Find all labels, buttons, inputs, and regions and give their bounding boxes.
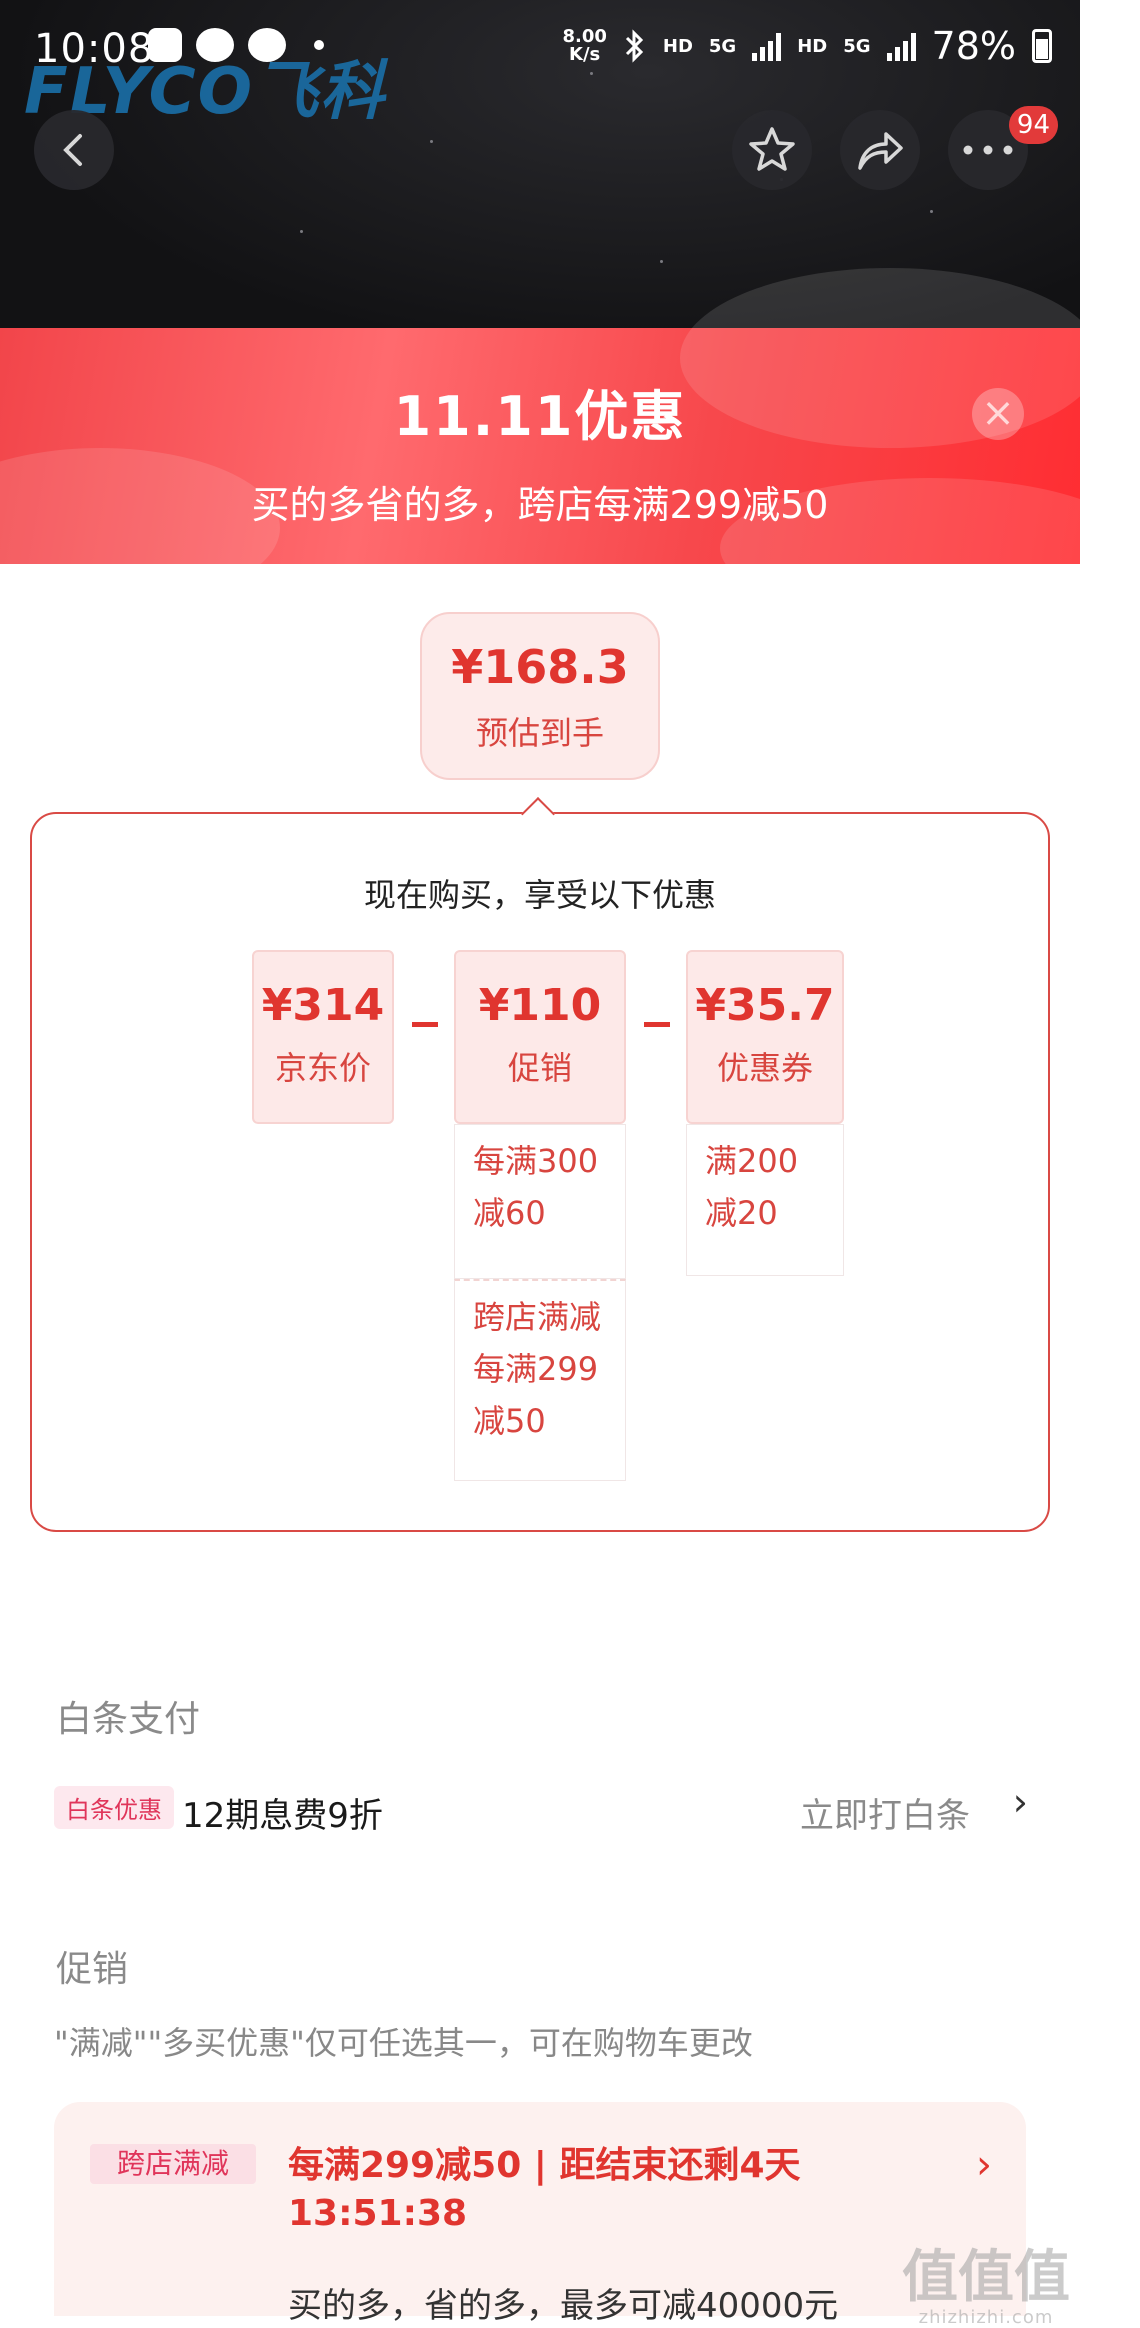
notification-icons bbox=[148, 28, 324, 62]
site-watermark: 值值值 zhizhizhi.com bbox=[902, 2245, 1070, 2328]
signal-type-2: 5G bbox=[843, 35, 871, 57]
banner-title: 11.11优惠 bbox=[393, 385, 687, 448]
status-time: 10:08 bbox=[34, 26, 155, 72]
baitiao-tag: 白条优惠 bbox=[54, 1786, 174, 1829]
promo-section-title: 促销 bbox=[56, 1949, 129, 1990]
coupon-card: ¥35.7 优惠券 bbox=[686, 950, 844, 1124]
promotion-amount: ¥110 bbox=[478, 980, 602, 1031]
more-dots-icon bbox=[963, 145, 1013, 155]
close-icon: × bbox=[981, 390, 1015, 436]
baitiao-section-title: 白条支付 bbox=[56, 1699, 201, 1740]
chevron-left-icon bbox=[63, 134, 82, 166]
check-app-icon bbox=[196, 28, 234, 62]
net-speed: 8.00 K/s bbox=[562, 26, 607, 65]
battery-icon bbox=[1032, 29, 1052, 63]
cross-store-promo-card[interactable]: 跨店满减 每满299减50 | 距结束还剩4天 13:51:38 买的多，省的多… bbox=[54, 2102, 1026, 2326]
banner-subtitle: 买的多省的多，跨店每满299减50 bbox=[251, 483, 829, 527]
back-button[interactable] bbox=[34, 110, 114, 190]
promotion-item-1: 每满300 减60 bbox=[454, 1124, 626, 1279]
hd-label-2: HD bbox=[797, 35, 828, 57]
promo-desc: 买的多，省的多，最多可减40000元 bbox=[288, 2286, 839, 2326]
battery-percent: 78% bbox=[931, 24, 1016, 68]
coupon-label: 优惠券 bbox=[716, 1049, 813, 1087]
star-icon bbox=[749, 127, 795, 171]
double-eleven-banner: 11.11优惠 买的多省的多，跨店每满299减50 × bbox=[0, 268, 1140, 618]
estimated-price-bubble: ¥168.3 预估到手 bbox=[420, 612, 660, 780]
breakdown-heading: 现在购买，享受以下优惠 bbox=[363, 876, 716, 914]
estimated-price: ¥168.3 bbox=[451, 640, 629, 694]
bluetooth-icon bbox=[625, 29, 643, 63]
gallery-icon bbox=[148, 28, 182, 62]
close-button[interactable]: × bbox=[972, 388, 1024, 440]
signal-type-1: 5G bbox=[708, 35, 737, 57]
minus-sign-1 bbox=[412, 1022, 438, 1027]
promo-tag: 跨店满减 bbox=[90, 2144, 256, 2184]
minus-sign-2 bbox=[644, 1022, 670, 1027]
signal-strength-icon-1 bbox=[752, 31, 782, 61]
baitiao-apply-link[interactable]: 立即打白条 bbox=[800, 1796, 970, 1836]
jd-price-card: ¥314 京东价 bbox=[252, 950, 394, 1124]
cart-badge: 94 bbox=[1008, 106, 1058, 144]
chevron-right-icon: › bbox=[976, 2142, 992, 2188]
coupon-amount: ¥35.7 bbox=[695, 980, 835, 1031]
message-icon bbox=[248, 28, 286, 62]
jd-price-amount: ¥314 bbox=[261, 980, 385, 1031]
more-notifications-icon bbox=[314, 40, 324, 50]
promo-title: 每满299减50 | 距结束还剩4天 13:51:38 bbox=[288, 2145, 801, 2234]
promotion-card: ¥110 促销 bbox=[454, 950, 626, 1124]
jd-price-label: 京东价 bbox=[274, 1049, 371, 1087]
favorite-button[interactable] bbox=[732, 110, 812, 190]
chevron-right-icon[interactable]: › bbox=[1012, 1780, 1028, 1824]
baitiao-desc: 12期息费9折 bbox=[182, 1796, 383, 1836]
estimated-price-label: 预估到手 bbox=[475, 714, 604, 752]
status-bar: 10:08 8.00 K/s HD 5G HD 5G 78% bbox=[0, 0, 1080, 96]
system-icons: 8.00 K/s HD 5G HD 5G 78% bbox=[562, 24, 1052, 68]
promotion-label: 促销 bbox=[507, 1049, 572, 1087]
share-button[interactable] bbox=[840, 110, 920, 190]
promo-note: "满减""多买优惠"仅可任选其一，可在购物车更改 bbox=[54, 2024, 753, 2062]
signal-strength-icon-2 bbox=[886, 31, 916, 61]
hd-label-1: HD bbox=[662, 35, 693, 57]
share-icon bbox=[858, 132, 903, 170]
promotion-item-2: 跨店满减 每满299 减50 bbox=[454, 1279, 626, 1481]
coupon-item-1: 满200 减20 bbox=[686, 1124, 844, 1276]
